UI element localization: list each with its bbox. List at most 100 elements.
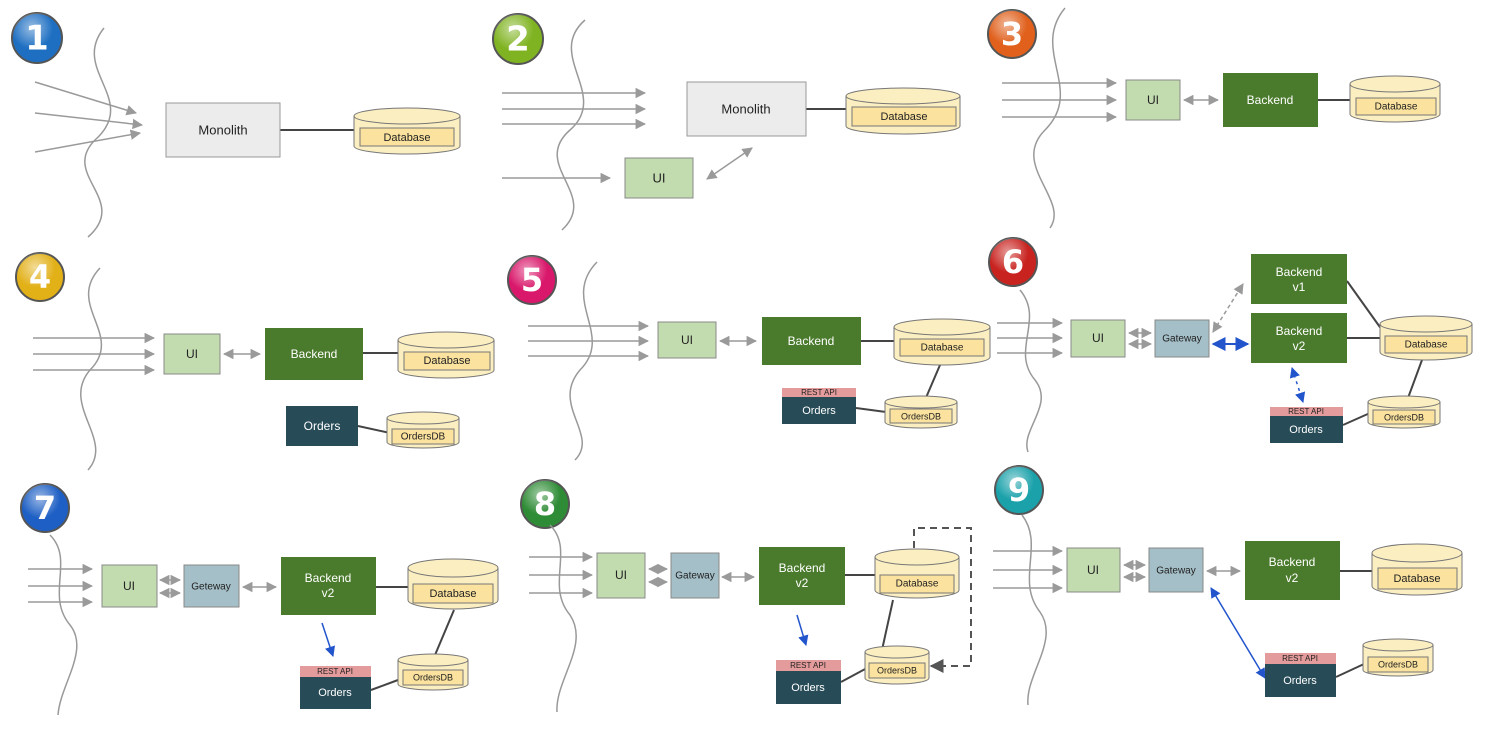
- rest-api-label: REST API: [790, 661, 826, 670]
- ui-label: UI: [1092, 331, 1104, 345]
- step-badge: 4: [15, 252, 65, 302]
- step-4: 4 UI Backend Database Orders: [15, 252, 495, 471]
- ordersdb-label: OrdersDB: [877, 665, 917, 675]
- orders-label: Orders: [304, 419, 341, 433]
- backend-v2-label: Backend: [1276, 324, 1323, 338]
- boundary-wave: [1019, 289, 1042, 453]
- badge-number: 6: [1002, 243, 1024, 281]
- database-cylinder: Database: [874, 548, 960, 599]
- boundary-wave: [84, 27, 112, 238]
- backend-box: Backend: [762, 317, 861, 365]
- ui-box: UI: [596, 552, 646, 599]
- orders-box: Orders: [286, 406, 358, 446]
- database-cylinder: Database: [397, 331, 495, 379]
- step-1: 1 Monolith Database: [11, 12, 461, 238]
- gateway-label: Gateway: [1156, 566, 1195, 577]
- ui-box: UI: [657, 321, 717, 359]
- ui-label: UI: [123, 579, 135, 593]
- traffic-arrows: [993, 545, 1064, 594]
- step-badge: 5: [507, 255, 557, 305]
- badge-number: 9: [1008, 471, 1030, 509]
- ui-label: UI: [1087, 563, 1099, 577]
- database-label: Database: [429, 588, 476, 600]
- orders-label: Orders: [1289, 424, 1323, 436]
- database-label: Database: [383, 132, 430, 144]
- step-2: 2 Monolith UI Database: [492, 13, 961, 231]
- rest-api-tag: REST API: [300, 666, 371, 677]
- badge-number: 1: [25, 19, 49, 59]
- backend-box: Backend v2: [281, 557, 376, 615]
- sync-dashed-line: [913, 527, 972, 673]
- database-label: Database: [1393, 573, 1440, 585]
- database-cylinder: Database: [1379, 315, 1473, 361]
- boundary-wave: [49, 534, 78, 716]
- ui-box: UI: [1070, 319, 1126, 358]
- ui-label: UI: [1147, 93, 1159, 107]
- orders-label: Orders: [318, 687, 352, 699]
- boundary-wave: [1033, 7, 1066, 229]
- backend-box: Backend: [1223, 73, 1318, 127]
- traffic-arrows: [34, 81, 144, 153]
- database-label: Database: [423, 355, 470, 367]
- rest-api-label: REST API: [1282, 654, 1318, 663]
- orders-box: Orders: [1265, 664, 1336, 697]
- database-cylinder: Database: [353, 107, 461, 155]
- traffic-arrows: [1002, 77, 1118, 123]
- backend-v2-box: Backend v2: [1251, 313, 1347, 363]
- ordersdb-cylinder: OrdersDB: [864, 645, 930, 685]
- backend-v1-version: v1: [1293, 280, 1306, 294]
- backend-label: Backend: [291, 347, 338, 361]
- step-badge: 1: [11, 12, 63, 64]
- database-label: Database: [1375, 102, 1418, 113]
- rest-api-tag: REST API: [776, 660, 841, 671]
- database-cylinder: Database: [893, 318, 991, 366]
- database-label: Database: [921, 343, 964, 354]
- backend-label: Backend: [1269, 555, 1316, 569]
- ordersdb-label: OrdersDB: [1378, 659, 1418, 669]
- gateway-label: Gateway: [675, 571, 714, 582]
- ordersdb-cylinder: OrdersDB: [884, 395, 958, 429]
- step-badge: 9: [994, 465, 1044, 515]
- orders-box: Orders: [300, 677, 371, 709]
- monolith-label: Monolith: [721, 101, 770, 116]
- boundary-wave: [549, 524, 577, 713]
- ui-box: UI: [101, 564, 158, 608]
- monolith-box: Monolith: [686, 81, 807, 137]
- database-cylinder: Database: [1371, 543, 1463, 596]
- monolith-box: Monolith: [165, 102, 281, 158]
- ui-label: UI: [681, 333, 693, 347]
- orders-label: Orders: [802, 405, 836, 417]
- backend-label: Backend: [788, 334, 835, 348]
- backend-box: Backend: [265, 328, 363, 380]
- traffic-arrows: [33, 332, 156, 376]
- traffic-arrows: [997, 317, 1064, 359]
- rest-api-label: REST API: [801, 388, 837, 397]
- boundary-wave: [1021, 514, 1047, 706]
- boundary-wave: [556, 19, 586, 231]
- backend-version: v2: [796, 576, 809, 590]
- backend-version: v2: [322, 586, 335, 600]
- rest-api-tag: REST API: [1270, 407, 1343, 416]
- database-cylinder: Database: [1349, 75, 1441, 123]
- step-badge: 8: [520, 479, 570, 529]
- step-9: 9 UI Gateway Backend v2: [993, 465, 1463, 706]
- traffic-arrows: [28, 563, 94, 608]
- step-badge: 2: [492, 13, 544, 65]
- backend-label: Backend: [1247, 93, 1294, 107]
- ui-label: UI: [615, 568, 627, 582]
- backend-v1-box: Backend v1: [1251, 254, 1347, 304]
- ordersdb-label: OrdersDB: [901, 411, 941, 421]
- backend-box: Backend v2: [1245, 541, 1340, 600]
- step-badge: 7: [20, 483, 70, 533]
- orders-label: Orders: [1283, 675, 1317, 687]
- database-label: Database: [880, 111, 927, 123]
- ordersdb-label: OrdersDB: [413, 672, 453, 682]
- step-8: 8 UI Gateway Backend v2: [520, 479, 972, 713]
- backend-v2-version: v2: [1293, 339, 1306, 353]
- step-7: 7 UI Geteway Backend v2: [20, 483, 499, 716]
- ui-box: UI: [163, 333, 221, 375]
- backend-label: Backend: [779, 561, 826, 575]
- boundary-wave: [80, 267, 103, 471]
- backend-box: Backend v2: [759, 547, 845, 605]
- ui-label: UI: [653, 170, 666, 185]
